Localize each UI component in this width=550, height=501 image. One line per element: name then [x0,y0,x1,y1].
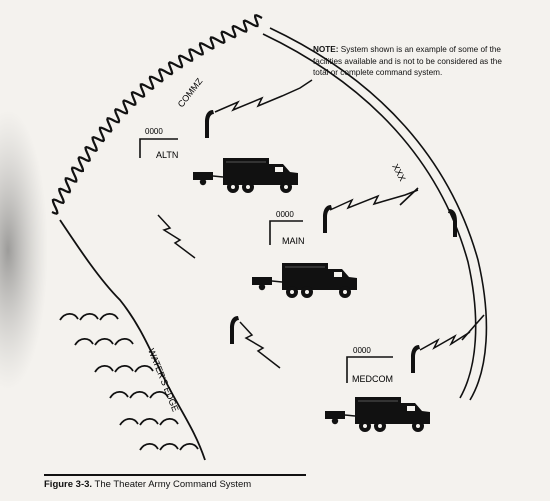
radio-link-icon [214,79,313,113]
wave-row [94,364,154,373]
wave-row [139,442,199,451]
unit-symbol: 0000 [145,127,163,136]
truck-altn [192,157,299,194]
scan-smudge [0,110,48,390]
theater-boundary-inner [262,33,477,399]
figure-caption: Figure 3-3. The Theater Army Command Sys… [44,474,306,490]
figure-title: The Theater Army Command System [94,479,252,490]
radio-link-icon [329,189,419,211]
command-post-label: ALTN [156,150,178,160]
wave-row [109,390,169,399]
antenna-icon [448,209,457,237]
antenna-icon [205,110,214,138]
theater-boundary-outer [269,27,488,401]
water-waves [59,312,199,451]
wave-row [119,417,179,426]
radio-link-icon [419,331,471,351]
commz-boundary-line [51,14,263,215]
unit-symbol: 0000 [353,346,371,355]
command-post-medcom: 0000 MEDCOM [346,346,393,384]
boundary-crossings [399,187,485,341]
note-prefix: NOTE: [313,45,339,54]
coastline [59,219,206,461]
command-post-main: 0000 MAIN [269,210,305,246]
unit-symbol: 0000 [276,210,294,219]
wave-row [74,337,134,346]
command-post-label: MEDCOM [352,374,393,384]
radio-links [157,79,471,369]
truck-main [251,262,358,299]
note-body: System shown is an example of some of th… [313,45,502,77]
truck-medcom [324,396,431,433]
commz-label: COMMZ [176,76,205,109]
radio-link-icon [239,321,281,369]
boundary-label: XXX [390,162,407,183]
antenna-icon [230,316,239,344]
antenna-icon [411,345,420,373]
wave-row [59,312,119,321]
figure-number: Figure 3-3. [44,479,93,490]
command-post-label: MAIN [282,236,305,246]
waters-edge-label: WATER'S EDGE [146,347,180,413]
radio-link-icon [157,214,196,259]
note-text: NOTE: System shown is an example of some… [313,44,513,79]
command-post-altn: 0000 ALTN [139,127,178,160]
